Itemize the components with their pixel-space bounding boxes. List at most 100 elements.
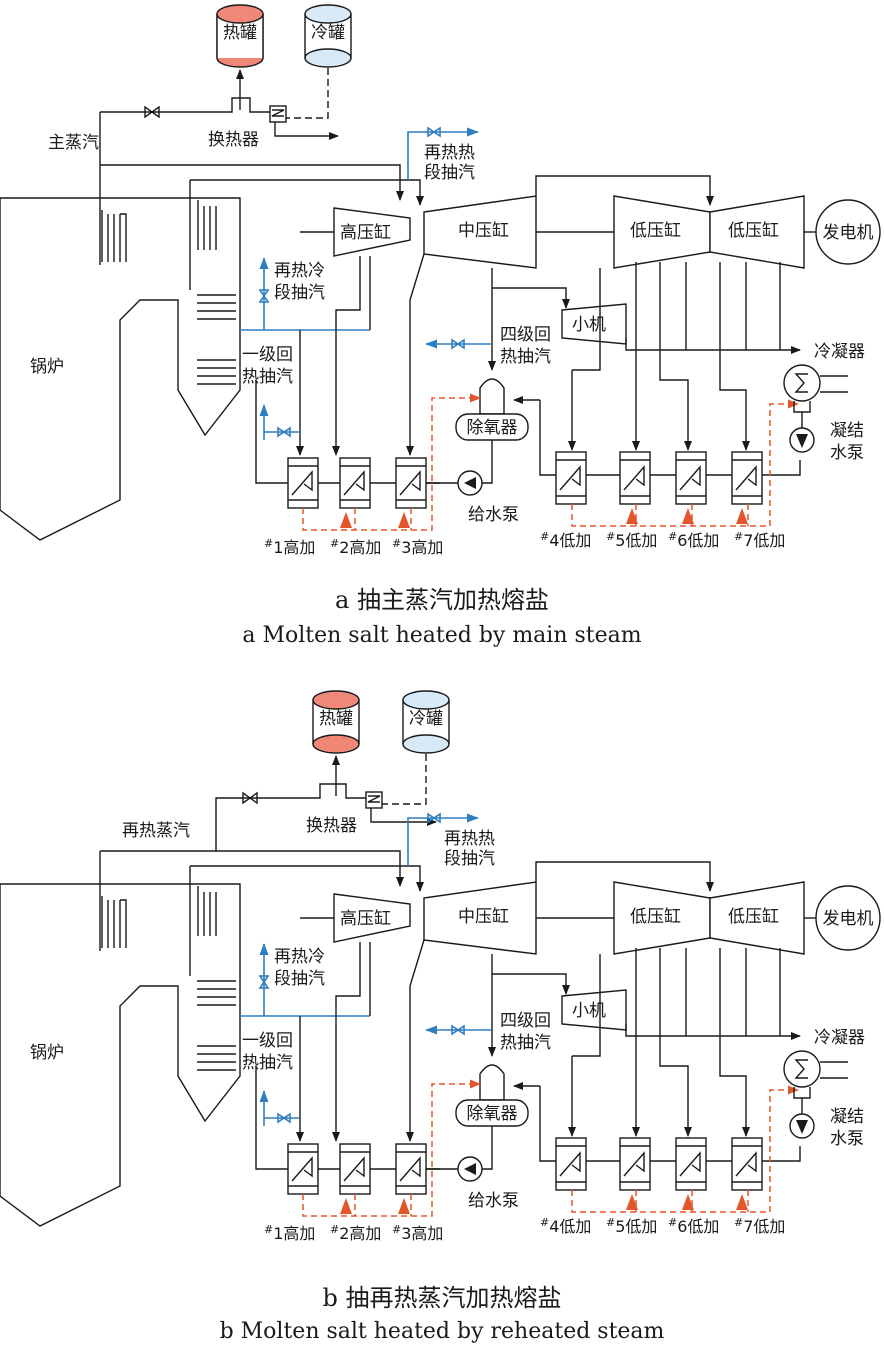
heat-exchanger-label: 换热器	[306, 816, 357, 836]
lp-heater-6-label: #6低加	[668, 530, 719, 550]
lp-cylinder-2: 低压缸	[709, 195, 805, 269]
deaerator-label: 除氧器	[467, 418, 518, 438]
small-turbine: 小机	[561, 303, 627, 345]
stage1-extraction-2: 热抽汽	[242, 1053, 293, 1073]
hp-heater-2	[339, 1143, 371, 1195]
small-turbine: 小机	[561, 989, 627, 1031]
lp-heater-4	[555, 1137, 587, 1191]
small-turbine-label: 小机	[572, 315, 606, 335]
lp-cylinder-2-label: 低压缸	[728, 220, 779, 241]
ip-cylinder: 中压缸	[423, 881, 537, 955]
hp-heater-2-label: #2高加	[330, 1223, 381, 1243]
stage4-extraction-2: 热抽汽	[500, 347, 551, 367]
deaerator: 除氧器	[455, 1064, 529, 1127]
valve	[242, 791, 258, 805]
heat-exchanger	[365, 791, 383, 809]
condensate-pump-label-1: 凝结	[830, 421, 864, 441]
generator-label: 发电机	[823, 909, 874, 929]
panel-a: 热罐 冷罐 换热器 主蒸汽 锅炉	[0, 4, 881, 648]
caption-zh: a 抽主蒸汽加热熔盐	[335, 586, 549, 614]
reheat-hot-extraction-2: 段抽汽	[424, 163, 475, 183]
feed-pump	[457, 470, 483, 496]
condensate-pump	[789, 427, 815, 453]
condenser	[783, 1050, 848, 1088]
hot-tank: 热罐	[216, 4, 264, 68]
hp-heater-1	[287, 1143, 319, 1195]
caption-en: a Molten salt heated by main steam	[242, 623, 641, 648]
small-turbine-label: 小机	[572, 1001, 606, 1021]
generator: 发电机	[815, 885, 881, 951]
boiler-label: 锅炉	[30, 357, 64, 377]
reheat-cold-extraction-2: 段抽汽	[274, 283, 325, 303]
lp-heater-4	[555, 451, 587, 505]
boiler: 锅炉	[0, 883, 241, 1227]
reheat-hot-extraction-2: 段抽汽	[444, 849, 495, 869]
deaerator-label: 除氧器	[467, 1104, 518, 1124]
reheat-cold-extraction-1: 再热冷	[274, 261, 325, 281]
condensate-pump-label-2: 水泵	[830, 443, 864, 463]
lp-cylinder-1-label: 低压缸	[630, 906, 681, 927]
stage1-extraction-1: 一级回	[242, 1031, 293, 1051]
boiler-label: 锅炉	[30, 1043, 64, 1063]
hp-cylinder: 高压缸	[333, 893, 411, 943]
lp-cylinder-2-label: 低压缸	[728, 906, 779, 927]
lp-heater-6	[675, 451, 707, 505]
lp-heater-4-label: #4低加	[540, 530, 591, 550]
generator-label: 发电机	[823, 223, 874, 243]
hp-heater-2	[339, 457, 371, 509]
feed-pump	[457, 1156, 483, 1182]
caption-en: b Molten salt heated by reheated steam	[220, 1319, 665, 1344]
cold-tank: 冷罐	[402, 690, 450, 754]
hp-heater-3-label: #3高加	[392, 1223, 443, 1243]
hp-heater-1-label: #1高加	[264, 537, 315, 557]
lp-heater-7	[731, 451, 763, 505]
lp-heater-5-label: #5低加	[606, 1216, 657, 1236]
stage1-extraction-1: 一级回	[242, 345, 293, 365]
hot-tank-label: 热罐	[223, 23, 257, 43]
hp-heater-3	[395, 1143, 427, 1195]
stage4-extraction-1: 四级回	[500, 325, 551, 345]
condenser	[783, 364, 848, 402]
condenser-label: 冷凝器	[814, 1028, 865, 1048]
lp-cylinder-1-label: 低压缸	[630, 220, 681, 241]
lp-heater-5-label: #5低加	[606, 530, 657, 550]
lp-heater-5	[619, 451, 651, 505]
lp-heater-6	[675, 1137, 707, 1191]
lp-cylinder-1: 低压缸	[613, 195, 711, 269]
generator: 发电机	[815, 199, 881, 265]
steam-source-label: 主蒸汽	[48, 133, 99, 153]
boiler: 锅炉	[0, 197, 241, 541]
heat-exchanger	[269, 105, 287, 123]
lp-heater-7-label: #7低加	[734, 530, 785, 550]
reheat-cold-extraction-1: 再热冷	[274, 947, 325, 967]
ip-cylinder-label: 中压缸	[458, 906, 509, 927]
condenser-label: 冷凝器	[814, 342, 865, 362]
hp-cylinder-label: 高压缸	[340, 222, 391, 243]
stage4-extraction-1: 四级回	[500, 1011, 551, 1031]
hp-cylinder-label: 高压缸	[340, 908, 391, 929]
ip-cylinder-label: 中压缸	[458, 220, 509, 241]
feed-pump-label: 给水泵	[468, 1191, 519, 1211]
hp-cylinder: 高压缸	[333, 207, 411, 257]
hot-tank-label: 热罐	[319, 709, 353, 729]
lp-heater-4-label: #4低加	[540, 1216, 591, 1236]
heat-exchanger-label: 换热器	[208, 130, 259, 150]
deaerator: 除氧器	[455, 378, 529, 441]
hp-heater-2-label: #2高加	[330, 537, 381, 557]
stage4-extraction-2: 热抽汽	[500, 1033, 551, 1053]
valve	[144, 105, 160, 119]
caption-zh: b 抽再热蒸汽加热熔盐	[323, 1284, 562, 1312]
feed-pump-label: 给水泵	[468, 505, 519, 525]
reheat-hot-extraction-1: 再热热	[424, 143, 475, 163]
lp-heater-5	[619, 1137, 651, 1191]
hot-tank: 热罐	[312, 690, 360, 754]
lp-cylinder-1: 低压缸	[613, 881, 711, 955]
ip-cylinder: 中压缸	[423, 195, 537, 269]
condensate-pump-label-1: 凝结	[830, 1107, 864, 1127]
cold-tank-label: 冷罐	[409, 709, 443, 729]
lp-heater-7-label: #7低加	[734, 1216, 785, 1236]
hp-heater-1-label: #1高加	[264, 1223, 315, 1243]
cold-tank: 冷罐	[304, 4, 352, 68]
lp-cylinder-2: 低压缸	[709, 881, 805, 955]
